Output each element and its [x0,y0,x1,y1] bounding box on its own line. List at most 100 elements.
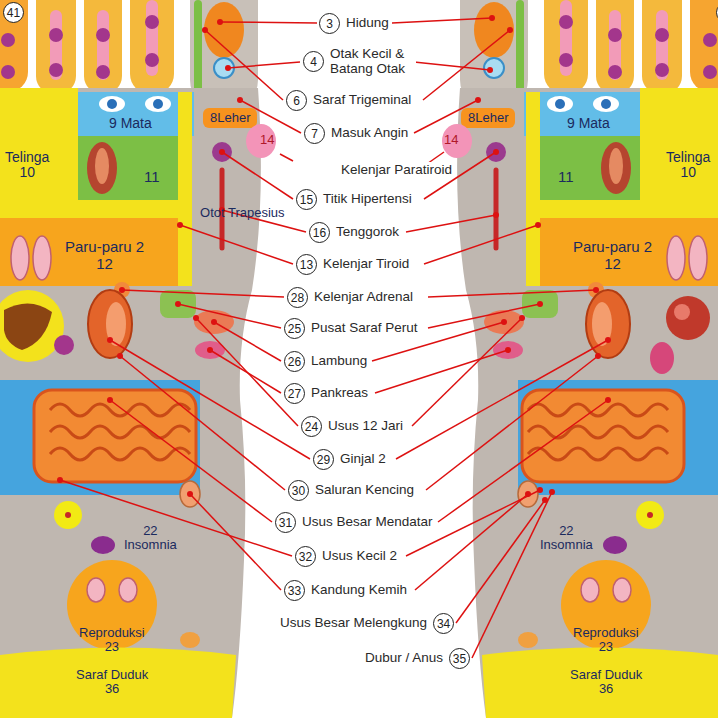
foot-ellipse [145,96,171,112]
foot-circle [493,212,499,218]
foot-line [426,356,598,490]
foot-path [50,448,190,460]
callout: 28Kelenjar Adrenal [287,287,415,308]
region-text: 10 [666,165,710,180]
heart-spleen [650,296,710,374]
foot-line [414,62,490,70]
region-text: Insomnia [540,538,593,552]
foot-circle [67,560,157,650]
region-label: 11 [144,169,160,186]
foot-rect [146,0,158,76]
foot-line [228,62,300,68]
foot-ellipse [246,124,276,158]
foot-line [428,304,540,328]
foot-ellipse [87,578,105,602]
callout-number: 16 [309,222,330,243]
callout-name: Usus 12 Jari [326,419,405,434]
foot-line [220,22,317,23]
region-label: 14 [260,133,274,147]
callout-number: 4 [303,51,324,72]
region-text: Paru-paru 2 [573,239,652,256]
region-text: 36 [570,682,642,696]
callout-name: Titik Hipertensi [321,192,414,207]
callout-name: Saluran Kencing [313,483,416,498]
foot-path [0,88,261,718]
callout-number: 35 [449,648,470,669]
callout-number: 29 [313,449,334,470]
foot-path [50,404,190,416]
foot-circle [65,512,71,518]
foot-circle [145,15,159,29]
foot-path [50,426,190,438]
region-label: 22Insomnia [124,524,177,553]
region-text: 10 [5,165,49,180]
foot-circle [187,491,193,497]
foot-circle [505,347,511,353]
callout-number: 4 [716,2,718,23]
callout-number: 30 [288,480,309,501]
foot-circle [211,319,217,325]
liver [0,290,74,362]
callout: 30 Saluran Kencing [288,480,416,501]
region-label: 8Leher [210,111,250,125]
foot-line [205,30,283,100]
foot-circle [542,497,548,503]
foot-ellipse [88,290,132,358]
foot-circle [487,67,493,73]
foot-path [0,648,236,718]
region-text: 9 Mata [567,116,610,131]
foot-line [428,290,596,297]
foot-line [178,304,281,328]
foot-rect [0,0,28,92]
callout: 6Saraf Trigeminal [286,90,413,111]
foot-circle [96,65,110,79]
region-text: 9 Mata [109,116,152,131]
region-text: 36 [76,682,148,696]
foot-rect [0,88,78,200]
callout-number: 24 [301,416,322,437]
foot-line [424,225,538,264]
foot-circle [674,304,690,320]
foot-circle [605,397,611,403]
foot-circle [489,15,495,21]
foot-circle [0,290,64,362]
foot-circle [193,315,199,321]
foot-circle [1,33,15,47]
foot-circle [217,19,223,25]
foot-ellipse [650,342,674,374]
callout: 25Pusat Saraf Perut [284,318,420,339]
foot-ellipse [204,2,244,58]
region-label: 9 Mata [109,116,152,131]
region-label: Paru-paru 212 [573,239,652,272]
foot-circle [537,487,543,493]
foot-line [375,350,508,393]
callout-name: Pankreas [309,386,370,401]
callout-number: 31 [275,512,296,533]
callout: 3Hidung [319,13,391,34]
callout: 27Pankreas [284,383,370,404]
region-label: 14 [444,133,458,147]
callout: 33Kandung Kemih [284,580,409,601]
region-label: Otot Trapesius [200,205,285,220]
leader-lines [60,18,608,658]
foot-path [4,303,52,350]
callout-name: Kelenjar Tiroid [321,257,411,272]
region-text: 14 [444,133,458,147]
callout-name: Otak Kecil & Batang Otak [328,47,416,77]
foot-circle [519,315,525,321]
foot-rect [203,108,257,128]
callout: 15Titik Hipertensi [296,189,414,210]
foot-circle [96,28,110,42]
foot-circle [202,27,208,33]
foot-circle [145,53,159,67]
callout: 16Tenggorok [309,222,401,243]
foot-line [472,492,552,658]
foot-circle [237,97,243,103]
foot-circle [54,501,82,529]
foot-circle [107,397,113,403]
foot-circle [177,222,183,228]
callout: 26Lambung [284,351,369,372]
region-label: Saraf Duduk36 [76,668,148,697]
foot-line [122,290,284,297]
